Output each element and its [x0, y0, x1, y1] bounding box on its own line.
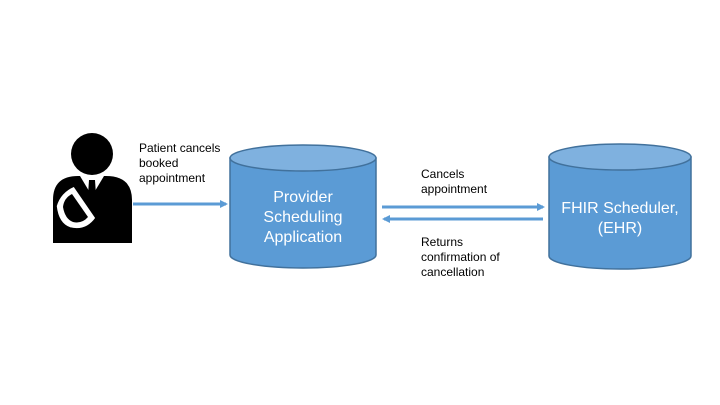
app-to-fhir-label: Cancels appointment	[421, 167, 488, 196]
provider-app-cylinder-body	[229, 157, 377, 269]
provider-app-label-line-3: Application	[264, 229, 342, 246]
fhir-scheduler-cylinder-body	[548, 156, 692, 270]
provider-app-label-line-2: Scheduling	[263, 209, 342, 226]
provider-app-node: Provider Scheduling Application	[229, 144, 377, 269]
fhir-scheduler-node: FHIR Scheduler, (EHR)	[548, 143, 692, 270]
provider-app-label-line-1: Provider	[273, 189, 333, 206]
provider-app-cylinder-top	[229, 144, 377, 172]
patient-with-arm-sling-icon	[53, 133, 132, 243]
fhir-scheduler-cylinder-top	[548, 143, 692, 171]
fhir-scheduler-label-line-2: (EHR)	[598, 220, 642, 237]
fhir-to-app-label: Returns confirmation of cancellation	[421, 235, 500, 279]
fhir-scheduler-label-line-1: FHIR Scheduler,	[561, 200, 678, 217]
patient-to-app-label: Patient cancels booked appointment	[139, 141, 221, 185]
